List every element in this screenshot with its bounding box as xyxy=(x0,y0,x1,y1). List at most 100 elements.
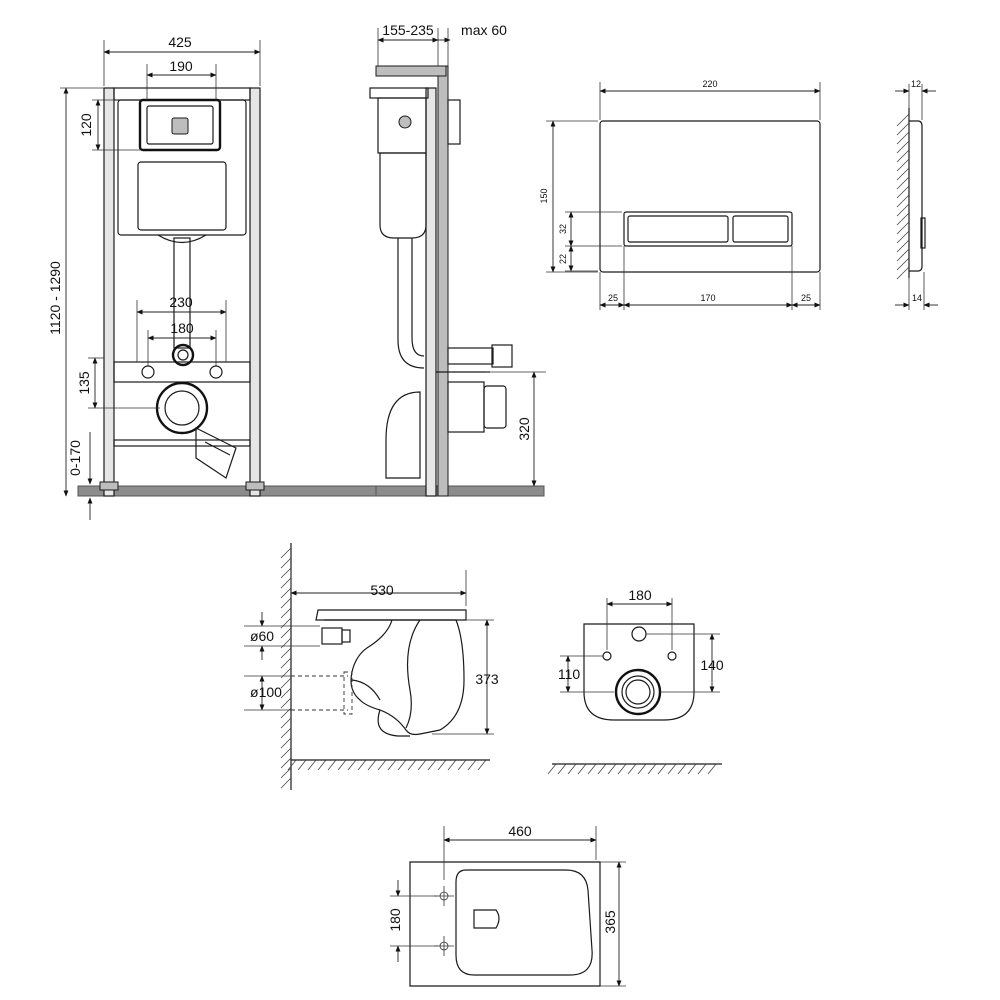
hatch-line xyxy=(280,597,292,609)
hatch-line xyxy=(280,757,292,769)
hatch-line xyxy=(447,759,457,771)
hatch-line xyxy=(280,687,292,699)
back-stud-right xyxy=(667,651,677,661)
hatch-line xyxy=(307,759,317,771)
side-top-bracket xyxy=(369,87,429,99)
dim-top-depth: 365 xyxy=(602,910,618,934)
hatch-line xyxy=(280,647,292,659)
hatch-line xyxy=(637,763,647,775)
hatch-line xyxy=(280,577,292,589)
hatch-line xyxy=(896,167,910,181)
inlet-connector xyxy=(321,627,343,645)
dim-drain-height: 135 xyxy=(76,371,92,395)
hatch-line xyxy=(280,767,292,779)
hatch-line xyxy=(577,763,587,775)
hatch-line xyxy=(896,203,910,217)
dim-frame-depth: 155-235 xyxy=(382,22,434,38)
dim-stud-spacing-outer: 230 xyxy=(169,294,193,310)
hatch-line xyxy=(280,637,292,649)
dim-outlet-height: 320 xyxy=(516,417,532,441)
hatch-line xyxy=(896,140,910,154)
dim-thickness-top: 12 xyxy=(911,79,921,89)
dim-back-stud-spacing: 180 xyxy=(628,587,652,603)
hatch-line xyxy=(280,587,292,599)
hatch-line xyxy=(896,230,910,244)
frame-front-view: 425 190 120 1120 - 1290 230 180 135 0-17… xyxy=(47,34,544,520)
hatch-line xyxy=(896,131,910,145)
hatch-line xyxy=(280,547,292,559)
hatch-line xyxy=(280,627,292,639)
dim-button-bottom: 22 xyxy=(558,254,568,264)
side-cistern-body xyxy=(379,152,427,239)
hatch-line xyxy=(896,122,910,136)
dim-total-height: 1120 - 1290 xyxy=(47,261,63,335)
dim-thickness-bottom: 14 xyxy=(912,293,922,303)
bowl-profile xyxy=(324,619,465,736)
hatch-line xyxy=(357,759,367,771)
hatch-line xyxy=(896,194,910,208)
back-inlet xyxy=(631,626,647,642)
dim-outlet-diameter: ø100 xyxy=(250,684,282,700)
side-drain-outlet xyxy=(447,381,485,433)
frame-bottom-rail xyxy=(113,439,251,447)
plate-profile xyxy=(909,120,923,272)
flush-buttons-frame xyxy=(623,211,793,247)
hatch-line xyxy=(280,657,292,669)
hatch-line xyxy=(280,697,292,709)
hatch-line xyxy=(667,763,677,775)
hatch-line xyxy=(896,212,910,226)
hatch-line xyxy=(467,759,477,771)
dim-margin-right: 25 xyxy=(801,293,811,303)
dim-stud-spacing-inner: 180 xyxy=(170,320,194,336)
hatch-line xyxy=(617,763,627,775)
hatch-line xyxy=(280,677,292,689)
hatch-line xyxy=(280,737,292,749)
flush-plate-outline xyxy=(599,120,821,273)
bowl-back-outline xyxy=(583,623,695,721)
flush-opening xyxy=(138,98,222,152)
flush-mechanism xyxy=(146,105,214,145)
dim-inlet-diameter: ø60 xyxy=(250,628,274,644)
hatch-line xyxy=(377,759,387,771)
bowl-top-rim xyxy=(455,869,593,976)
hatch-line xyxy=(547,763,557,775)
hatch-line xyxy=(280,717,292,729)
dim-bowl-height: 373 xyxy=(475,671,499,687)
dim-leg-adjust: 0-170 xyxy=(67,440,83,476)
hatch-line xyxy=(896,248,910,262)
hatch-line xyxy=(896,266,910,280)
stud-right xyxy=(209,365,223,379)
wall-section xyxy=(437,65,449,497)
bowl-side-view: 530 ø60 ø100 373 xyxy=(244,543,499,790)
drain-elbow xyxy=(195,427,237,479)
flush-plate-side-view: 12 14 xyxy=(895,79,938,310)
side-water-inlet xyxy=(447,347,494,365)
hatch-line xyxy=(280,617,292,629)
hatch-line xyxy=(280,747,292,759)
dim-bowl-length: 530 xyxy=(370,582,394,598)
flush-valve xyxy=(171,117,189,135)
hatch-line xyxy=(427,759,437,771)
hatch-line xyxy=(280,707,292,719)
hatch-line xyxy=(317,759,327,771)
foot-right xyxy=(245,481,265,491)
dim-wall-max: max 60 xyxy=(461,22,507,38)
hatch-line xyxy=(477,759,487,771)
flush-plate-front: 220 150 32 22 25 170 25 xyxy=(539,79,821,310)
hatch-line xyxy=(567,763,577,775)
hatch-line xyxy=(896,221,910,235)
wall-top-cap xyxy=(375,65,447,77)
hatch-line xyxy=(407,759,417,771)
hatch-line xyxy=(337,759,347,771)
cistern-tank xyxy=(137,161,227,231)
back-stud-left xyxy=(602,651,612,661)
dim-button-width: 170 xyxy=(700,293,715,303)
wall-hatching xyxy=(896,113,910,280)
bowl-top-view: 460 180 365 xyxy=(387,823,626,987)
hatch-line xyxy=(647,763,657,775)
bowl-top-outline xyxy=(409,861,601,987)
foot-left xyxy=(99,481,119,491)
hatch-line xyxy=(347,759,357,771)
hatch-line xyxy=(896,149,910,163)
